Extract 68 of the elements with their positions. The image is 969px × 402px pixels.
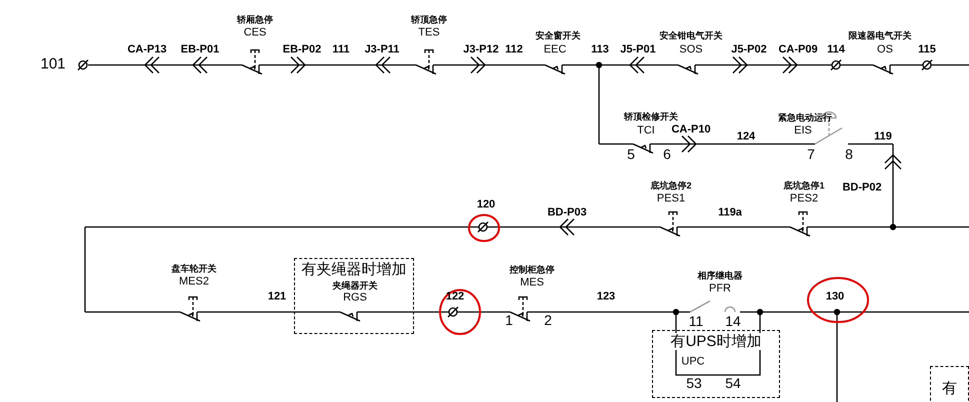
dashed-option-box	[930, 366, 969, 402]
component-label: 控制柜急停	[510, 266, 554, 274]
component-label: 轿厢急停	[237, 16, 273, 24]
wire-number: 115	[918, 44, 936, 56]
component-label: 安全窗开关	[536, 32, 580, 40]
wire-number: 112	[505, 44, 523, 56]
pin-number: 7	[807, 147, 815, 161]
component-code: CES	[244, 28, 266, 38]
component-code: EIS	[794, 126, 812, 136]
wire-number: 119a	[718, 208, 742, 218]
connector-code: BD-P02	[842, 182, 882, 194]
wire-number: 119	[874, 132, 892, 142]
connector-code: EB-P02	[282, 44, 322, 56]
pin-number: 11	[688, 314, 704, 328]
wire-number: 114	[827, 44, 845, 56]
component-label: 紧急电动运行	[778, 114, 832, 122]
pin-number: 53	[686, 376, 702, 390]
connector-code: CA-P09	[778, 44, 818, 56]
connector-code: EB-P01	[180, 44, 220, 56]
component-label: 盘车轮开关	[172, 264, 216, 274]
pin-number: 2	[544, 313, 552, 327]
connector-code: J5-P01	[620, 44, 656, 56]
component-code: SOS	[679, 44, 703, 56]
component-code: PES2	[790, 194, 818, 204]
connector-code: J3-P12	[463, 44, 499, 56]
component-label: 相序继电器	[698, 272, 742, 280]
terminal-number: 101	[40, 56, 66, 72]
component-label: 底坑急停1	[784, 182, 824, 190]
component-code: PES1	[656, 194, 686, 204]
pin-number: 14	[725, 314, 741, 328]
connector-code: J3-P11	[364, 44, 400, 56]
wire-number: 130	[826, 292, 844, 302]
component-code: PFR	[709, 284, 731, 294]
dashed-option-box	[652, 330, 780, 398]
box-title: 有	[941, 380, 958, 397]
box-title: 有UPS时增加	[670, 333, 762, 350]
wire-number: 124	[736, 132, 756, 142]
wire-number: 120	[476, 200, 496, 210]
component-code: MES2	[179, 276, 209, 288]
wire-number: 111	[332, 44, 350, 56]
pin-number: 5	[627, 147, 635, 161]
component-code: TES	[418, 28, 440, 38]
component-code: EEC	[544, 44, 566, 56]
component-code: TCI	[637, 126, 655, 136]
pin-number: 6	[663, 147, 671, 161]
component-code: UPC	[681, 356, 705, 368]
pin-number: 8	[845, 147, 853, 161]
connector-code: J5-P02	[731, 44, 767, 56]
connector-code: CA-P13	[127, 44, 167, 56]
component-label: 底坑急停2	[650, 182, 692, 190]
box-title: 有夹绳器时增加	[300, 261, 408, 278]
wire-number: 123	[596, 292, 616, 302]
pin-number: 54	[725, 376, 741, 390]
component-code: RGS	[343, 292, 367, 304]
dashed-option-box	[294, 258, 414, 334]
wire-number: 122	[446, 292, 464, 302]
component-label: 安全钳电气开关	[660, 32, 722, 40]
component-label: 限速器电气开关	[848, 32, 912, 40]
component-label: 轿顶急停	[411, 16, 447, 24]
pin-number: 1	[505, 313, 513, 327]
component-code: OS	[877, 44, 893, 56]
connector-code: BD-P03	[547, 208, 587, 218]
component-code: MES	[520, 278, 544, 288]
wire-number: 113	[591, 44, 609, 56]
component-label: 夹绳器开关	[332, 282, 378, 290]
connector-code: CA-P10	[671, 124, 711, 136]
wire-number: 121	[268, 292, 286, 302]
component-label: 轿顶检修开关	[624, 112, 678, 122]
